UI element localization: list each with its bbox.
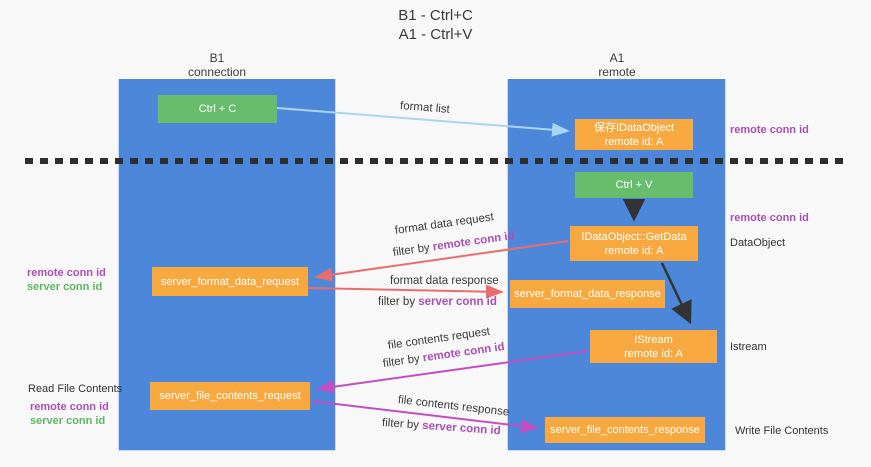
server-format-data-request-label: server_format_data_request [160,275,300,288]
server-file-contents-request-label: server_file_contents_request [159,390,301,402]
column-b1-name: B1 [209,51,225,65]
label-filter-server-1: filter by server conn id [378,296,497,308]
box-server-file-contents-response: server_file_contents_response [545,417,705,443]
filter-by-text: filter by [392,241,434,259]
ctrl-v-label: Ctrl + V [615,179,653,191]
right-remote-conn-id-top: remote conn id [730,124,809,136]
box-idataobject-getdata: IDataObject::GetData remote id: A [570,226,698,261]
column-b1-sub: connection [187,65,247,79]
label-file-contents-response: file contents response [397,394,510,419]
right-dataobject-label: DataObject [730,237,786,249]
left-server-conn-id-1: server conn id [27,281,103,293]
box-istream: IStream remote id: A [590,330,717,363]
filter-by-text: filter by [382,352,424,370]
title-line-1: B1 - Ctrl+C [398,7,473,24]
left-remote-conn-id-1: remote conn id [27,267,106,279]
getdata-line1: IDataObject::GetData [581,230,687,243]
box-ctrl-c: Ctrl + C [158,95,277,123]
column-a1-name: A1 [609,51,625,65]
server-file-contents-response-label: server_file_contents_response [550,424,700,436]
arrow-format-data-response [307,284,504,299]
right-remote-conn-id-mid: remote conn id [730,212,809,224]
filter-by-text: filter by [381,417,423,432]
box-server-file-contents-request: server_file_contents_request [150,382,310,410]
column-header-a1: A1 remote [547,51,687,79]
save-idataobject-line2: remote id: A [604,135,664,148]
save-idataobject-line1: 保存IDataObject [593,121,675,134]
istream-line1: IStream [634,333,673,346]
phase-separator-dashed-line [25,158,847,164]
box-server-format-data-response: server_format_data_response [510,280,665,308]
server-conn-id-text: server conn id [418,296,497,308]
ctrl-c-label: Ctrl + C [198,103,237,115]
remote-conn-id-text: remote conn id [432,229,516,254]
title-line-2: A1 - Ctrl+V [398,26,473,43]
server-format-data-response-label: server_format_data_response [514,288,661,300]
right-write-file-contents-label: Write File Contents [735,425,829,437]
box-ctrl-v: Ctrl + V [575,172,693,198]
column-header-b1: B1 connection [147,51,287,79]
label-filter-server-2: filter by server conn id [382,417,501,437]
left-read-file-contents-label: Read File Contents [28,383,123,395]
getdata-line2: remote id: A [604,244,664,257]
istream-line2: remote id: A [624,347,683,360]
box-server-format-data-request: server_format_data_request [152,267,308,296]
box-save-idataobject: 保存IDataObject remote id: A [575,119,693,150]
left-server-conn-id-2: server conn id [30,415,106,427]
right-istream-label: Istream [730,341,767,353]
left-remote-conn-id-2: remote conn id [30,401,109,413]
server-conn-id-text: server conn id [421,419,502,438]
filter-by-text: filter by [378,296,419,308]
label-format-data-response: format data response [390,275,499,287]
label-format-list: format list [399,100,451,116]
column-a1-sub: remote [598,65,636,79]
diagram-title: B1 - Ctrl+C A1 - Ctrl+V [0,6,871,44]
label-format-data-request: format data request [394,211,495,237]
